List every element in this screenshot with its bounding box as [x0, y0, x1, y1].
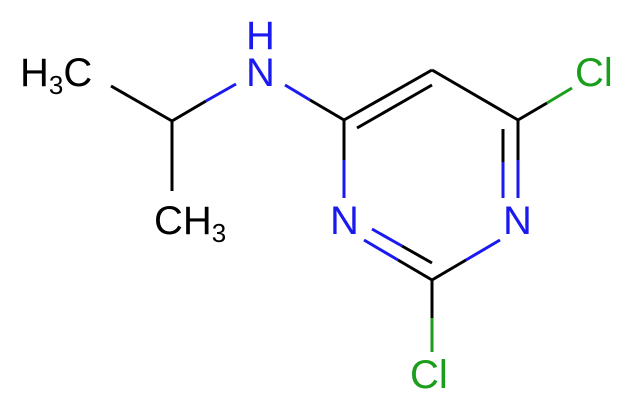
ring-n1-label: N — [503, 199, 532, 243]
nh-n-label: N — [246, 51, 275, 95]
bond-c4-c5-double — [356, 83, 433, 130]
bond-c5-c6 — [431, 68, 519, 122]
bond-c2-n3-double — [401, 244, 433, 265]
methyl-top-c: C — [63, 51, 92, 95]
methyl-top-h: H — [20, 51, 49, 95]
nh-h-label: H — [246, 14, 275, 58]
methyl-bottom-label: CH3 — [154, 199, 226, 248]
bond-c2-n3-double-blue — [371, 227, 403, 248]
methyl-bottom-subscript: 3 — [212, 218, 226, 248]
bond-c6-cl — [517, 101, 548, 122]
bond-c6-cl-green — [546, 86, 573, 105]
bond-c2-n3 — [397, 258, 433, 282]
bond-nh-c4-blue — [284, 83, 311, 102]
bond-ch-n — [171, 99, 207, 123]
bond-ch-n-blue — [205, 82, 237, 103]
bond-nh-c4 — [309, 98, 345, 122]
bond-ch3top-ch — [110, 84, 173, 123]
bond-n1-c2 — [431, 258, 467, 282]
methyl-top-subscript: 3 — [49, 70, 63, 100]
ring-n3-label: N — [330, 199, 359, 243]
bond-c4-c5 — [343, 68, 433, 122]
chlorine-top-label: Cl — [575, 51, 613, 95]
methyl-top-label: H3C — [20, 51, 92, 100]
bond-n1-c2-blue — [465, 238, 501, 262]
methyl-bottom-ch: CH — [154, 199, 212, 243]
bond-c2-n3-blue — [363, 238, 399, 262]
chlorine-bottom-label: Cl — [410, 353, 448, 397]
